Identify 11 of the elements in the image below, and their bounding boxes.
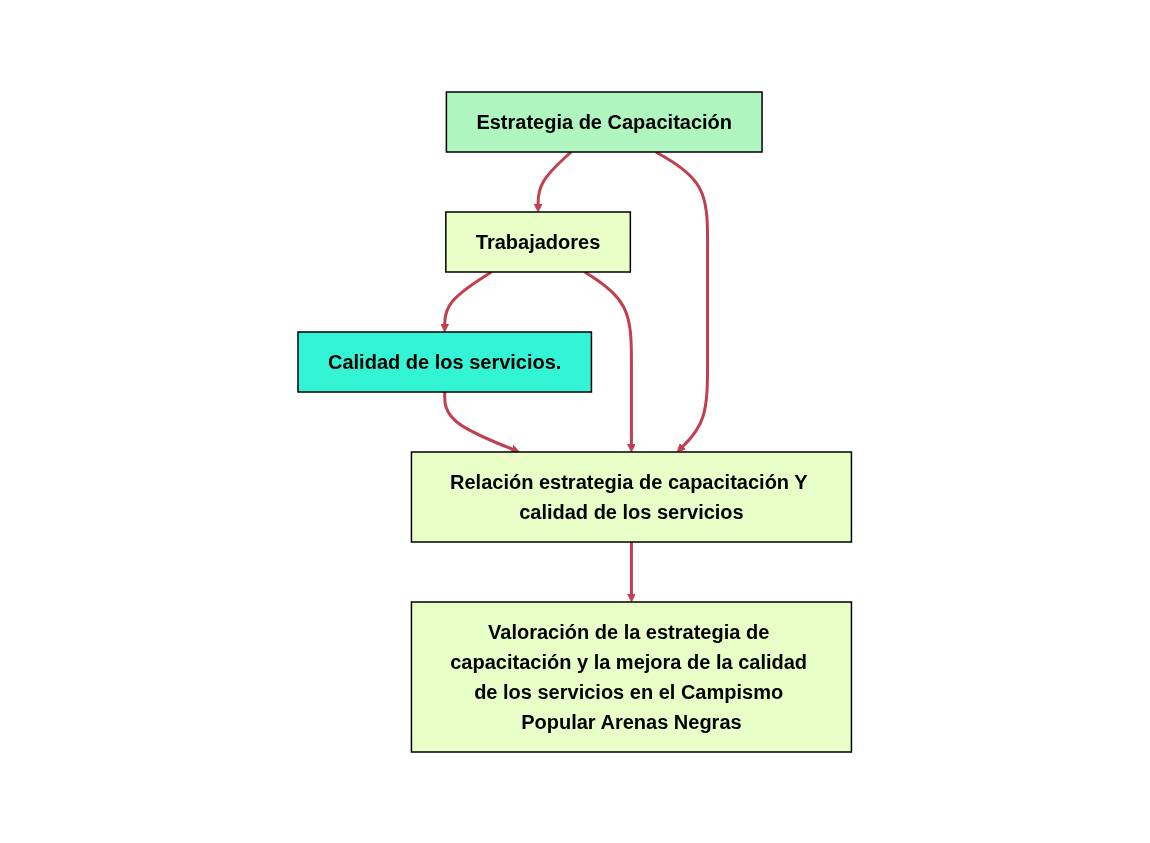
arrow	[443, 391, 521, 453]
arrow	[533, 150, 573, 212]
arrow	[655, 150, 710, 452]
arrow	[584, 270, 637, 452]
arrow	[440, 270, 493, 332]
node-box: Calidad de los servicios.	[297, 330, 593, 393]
node-box: Relación estrategia de capacitación Y calidad de los servicios	[410, 450, 853, 543]
arrow	[627, 541, 637, 602]
node-box: Valoración de la estrategia de capacitación y la mejora de la calidad de los servicios en el Campismo Popular Arenas Negras	[410, 600, 853, 753]
node-box: Trabajadores	[445, 210, 632, 273]
node-box: Estrategia de Capacitación	[445, 90, 764, 153]
